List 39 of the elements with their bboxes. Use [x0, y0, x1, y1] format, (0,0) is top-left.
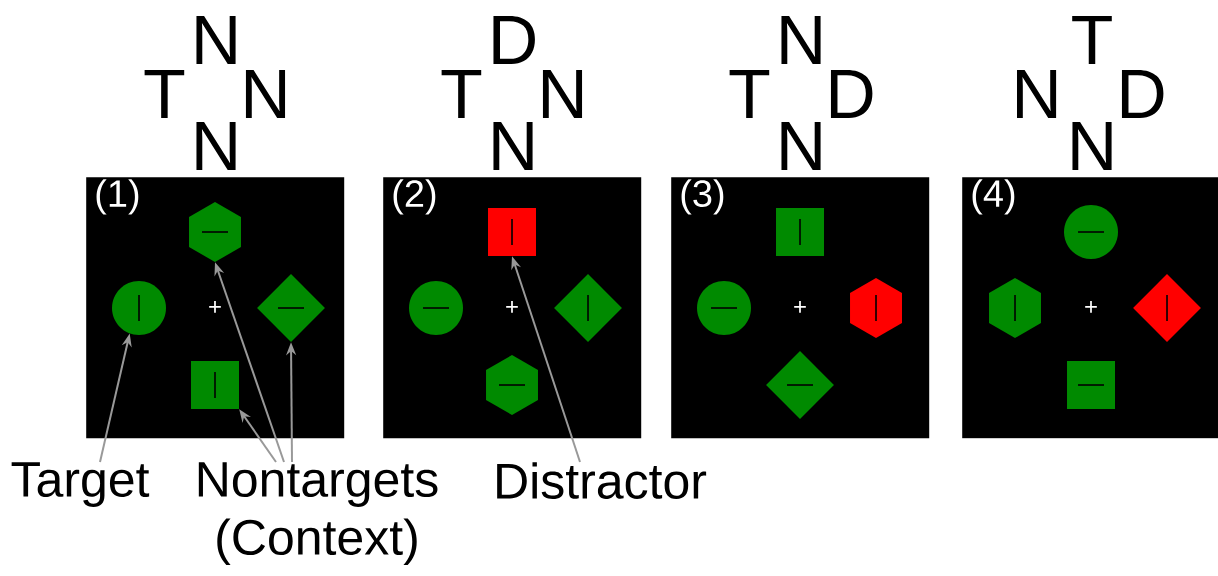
- hexagon-stimulus: [850, 278, 902, 338]
- letter: N: [1017, 69, 1057, 119]
- letter: N: [245, 69, 286, 119]
- letter: T: [144, 69, 185, 119]
- letter: D: [493, 15, 535, 65]
- letter: T: [441, 69, 482, 119]
- letter: N: [542, 69, 583, 119]
- letter: N: [781, 15, 821, 65]
- diamond-stimulus: [257, 274, 325, 342]
- circle-stimulus: [112, 281, 166, 335]
- letter: N: [196, 15, 236, 65]
- hexagon-stimulus: [189, 202, 241, 262]
- letter: N: [493, 121, 533, 171]
- callout-label: Distractor: [497, 462, 707, 499]
- letter: T: [729, 69, 770, 119]
- fixation-cross: +: [209, 301, 221, 313]
- circle-stimulus: [1064, 205, 1118, 259]
- square-stimulus: [488, 208, 536, 256]
- letter: N: [1072, 121, 1112, 171]
- fixation-cross: +: [506, 301, 518, 313]
- square-stimulus: [191, 361, 239, 409]
- letter: N: [196, 121, 236, 171]
- letter: D: [830, 69, 873, 119]
- diamond-stimulus: [766, 351, 834, 419]
- letter: N: [781, 121, 821, 171]
- hexagon-stimulus: [486, 355, 538, 415]
- fixation-cross: +: [794, 301, 806, 313]
- fixation-cross: +: [1085, 301, 1097, 313]
- hexagon-stimulus: [989, 278, 1041, 338]
- diamond-stimulus: [1133, 274, 1201, 342]
- square-stimulus: [1067, 361, 1115, 409]
- diamond-stimulus: [554, 274, 622, 342]
- circle-stimulus: [409, 281, 463, 335]
- square-stimulus: [776, 208, 824, 256]
- callout-label: Nontargets (Context): [198, 462, 438, 565]
- callout-label: Target: [11, 462, 150, 507]
- letter: T: [1072, 15, 1112, 65]
- letter: D: [1121, 69, 1164, 119]
- circle-stimulus: [697, 281, 751, 335]
